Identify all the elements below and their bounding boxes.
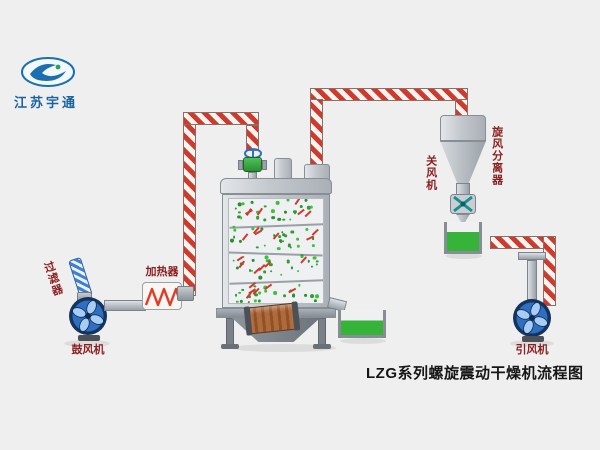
dryer-shadow (232, 344, 336, 352)
blower-fan-icon (68, 296, 108, 336)
induced-fan-label: 引风机 (515, 344, 549, 356)
blower-label: 鼓风机 (71, 344, 105, 356)
fan-shadow (510, 340, 554, 347)
dryer-tray (229, 225, 323, 257)
diagram-title: LZG系列螺旋震动干燥机流程图 (366, 365, 584, 382)
rotary-valve-label: 关风机 (424, 155, 437, 191)
pipe-dryer-outlet-riser (310, 99, 323, 166)
cyclone-body (440, 115, 486, 141)
filter-label: 过滤器 (41, 259, 64, 298)
cyclone-cone (440, 141, 486, 186)
cyclone-label: 旋风分离器 (490, 126, 503, 186)
vibration-motor-icon (246, 302, 298, 335)
rotary-valve-icon (450, 194, 476, 214)
feed-valve-icon (243, 157, 262, 172)
collection-tray (338, 310, 386, 338)
dryer-foot-right (313, 344, 331, 349)
dryer-tray (229, 199, 323, 229)
valve-flange-left (238, 160, 243, 170)
heater-label: 加热器 (145, 266, 179, 278)
dryer-tray (229, 253, 323, 285)
valve-handwheel-icon (244, 146, 262, 159)
induced-fan-icon (512, 298, 552, 338)
company-logo-icon (20, 56, 76, 90)
blower-to-heater-pipe (104, 300, 146, 311)
fan-exhaust-stack (527, 260, 537, 300)
tray-shadow (340, 338, 386, 344)
blower-base (78, 335, 100, 341)
dryer-leg-left (226, 318, 234, 346)
induced-fan-base (522, 336, 544, 342)
blower-shadow (64, 340, 110, 347)
dryer-lid (220, 178, 332, 194)
heater-icon (142, 282, 182, 310)
product-tank (444, 222, 482, 254)
tank-shadow (446, 253, 482, 259)
fan-stack-cap (518, 252, 546, 260)
pipe-exhaust-top-run (310, 88, 468, 101)
company-name: 江苏宇通 (14, 95, 79, 110)
rotary-valve-funnel (456, 214, 470, 223)
pipe-fan-down-drop (543, 236, 556, 306)
dryer-interior (228, 198, 324, 304)
dryer-foot-left (221, 344, 239, 349)
dryer-tray (229, 281, 323, 303)
dryer-leg-right (318, 318, 326, 346)
valve-flange-right (262, 160, 267, 170)
pipe-feed-top-run (183, 112, 259, 125)
heater-outlet-elbow (177, 286, 194, 301)
